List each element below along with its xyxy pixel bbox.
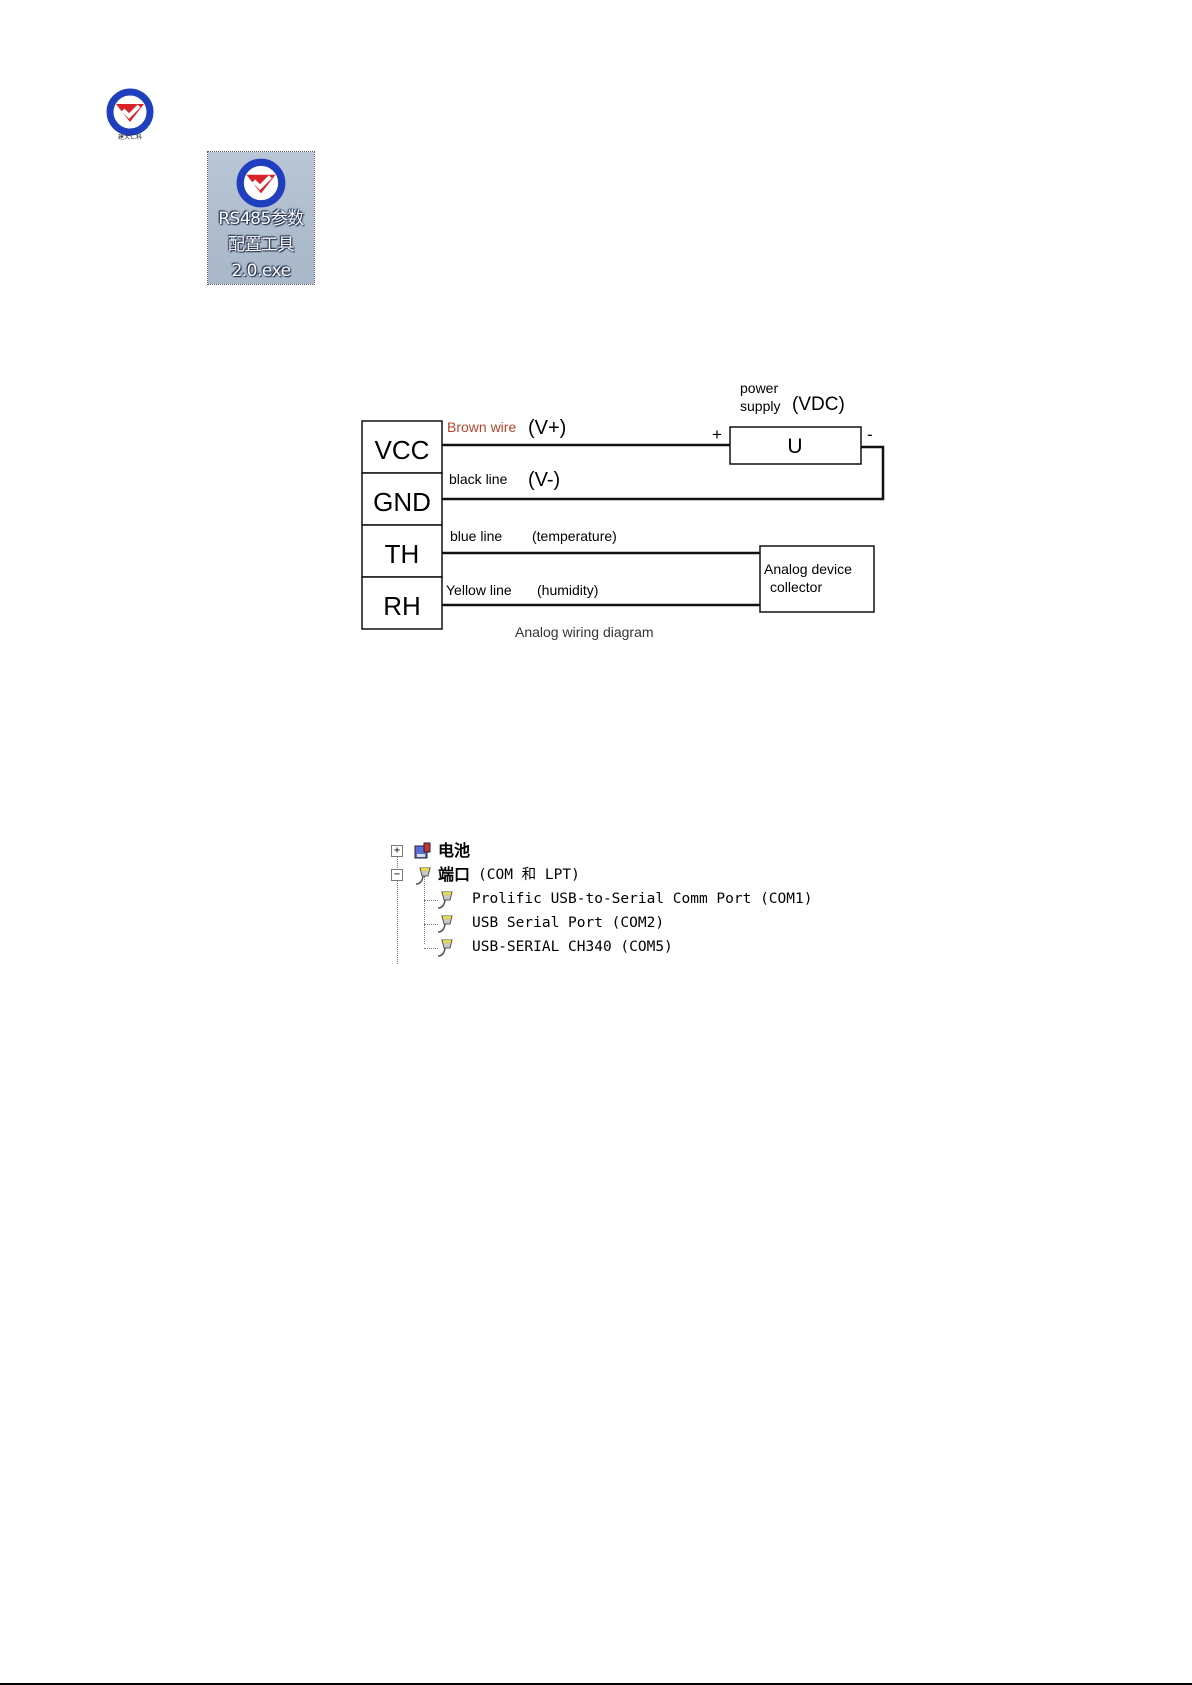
port-connector-icon bbox=[412, 864, 434, 886]
port-connector-icon bbox=[434, 912, 456, 934]
collector-line1: Analog device bbox=[764, 561, 852, 577]
power-supply-u: U bbox=[787, 435, 802, 458]
wire-label-blue: blue line bbox=[450, 528, 502, 544]
tree-item-battery[interactable]: + 电池 bbox=[386, 840, 586, 862]
analog-wiring-diagram: VCC GND TH RH Brown wire (V+) black line… bbox=[350, 378, 890, 648]
collector-line2: collector bbox=[770, 579, 822, 595]
wire-label-black: black line bbox=[449, 471, 508, 487]
wire-signal-temperature: (temperature) bbox=[532, 528, 617, 544]
wire-signal-vplus: (V+) bbox=[528, 417, 566, 439]
power-plus: + bbox=[712, 425, 722, 444]
wire-signal-humidity: (humidity) bbox=[537, 582, 598, 598]
tree-item-ports[interactable]: − 端口 (COM 和 LPT) bbox=[386, 864, 626, 886]
diagram-caption: Analog wiring diagram bbox=[515, 624, 654, 640]
device-manager-tree: + 电池 − 端口 (COM 和 LPT) Prolific USB-to-Se… bbox=[386, 840, 846, 964]
battery-icon bbox=[412, 840, 434, 862]
power-unit: (VDC) bbox=[792, 394, 845, 415]
terminal-gnd: GND bbox=[373, 487, 431, 517]
wire-label-brown: Brown wire bbox=[447, 419, 516, 435]
tree-item-com1[interactable]: Prolific USB-to-Serial Comm Port (COM1) bbox=[386, 888, 846, 910]
terminal-rh: RH bbox=[383, 591, 421, 621]
power-minus: - bbox=[867, 425, 873, 444]
ports-suffix: (COM 和 LPT) bbox=[478, 864, 580, 886]
port-com2-label: USB Serial Port (COM2) bbox=[472, 912, 664, 934]
port-connector-icon bbox=[434, 936, 456, 958]
expand-icon[interactable]: + bbox=[391, 845, 403, 857]
terminal-vcc: VCC bbox=[375, 435, 430, 465]
rs485-config-tool-shortcut[interactable]: RS485参数 配置工具 2.0.exe bbox=[208, 152, 314, 284]
power-label-line1: power bbox=[740, 380, 778, 396]
wire-label-yellow: Yellow line bbox=[446, 582, 512, 598]
logo-caption: 建大仁科 bbox=[104, 132, 156, 141]
wire-signal-vminus: (V-) bbox=[528, 469, 560, 491]
port-com5-label: USB-SERIAL CH340 (COM5) bbox=[472, 936, 673, 958]
terminal-th: TH bbox=[385, 539, 420, 569]
ports-label: 端口 bbox=[438, 864, 470, 886]
collapse-icon[interactable]: − bbox=[391, 869, 403, 881]
tree-item-com5[interactable]: USB-SERIAL CH340 (COM5) bbox=[386, 936, 686, 958]
power-label-line2: supply bbox=[740, 398, 780, 414]
app-logo-icon bbox=[234, 156, 288, 210]
shortcut-label: RS485参数 配置工具 2.0.exe bbox=[208, 206, 314, 284]
battery-label: 电池 bbox=[438, 840, 470, 862]
tree-item-com2[interactable]: USB Serial Port (COM2) bbox=[386, 912, 686, 934]
port-connector-icon bbox=[434, 888, 456, 910]
port-com1-label: Prolific USB-to-Serial Comm Port (COM1) bbox=[472, 888, 812, 910]
